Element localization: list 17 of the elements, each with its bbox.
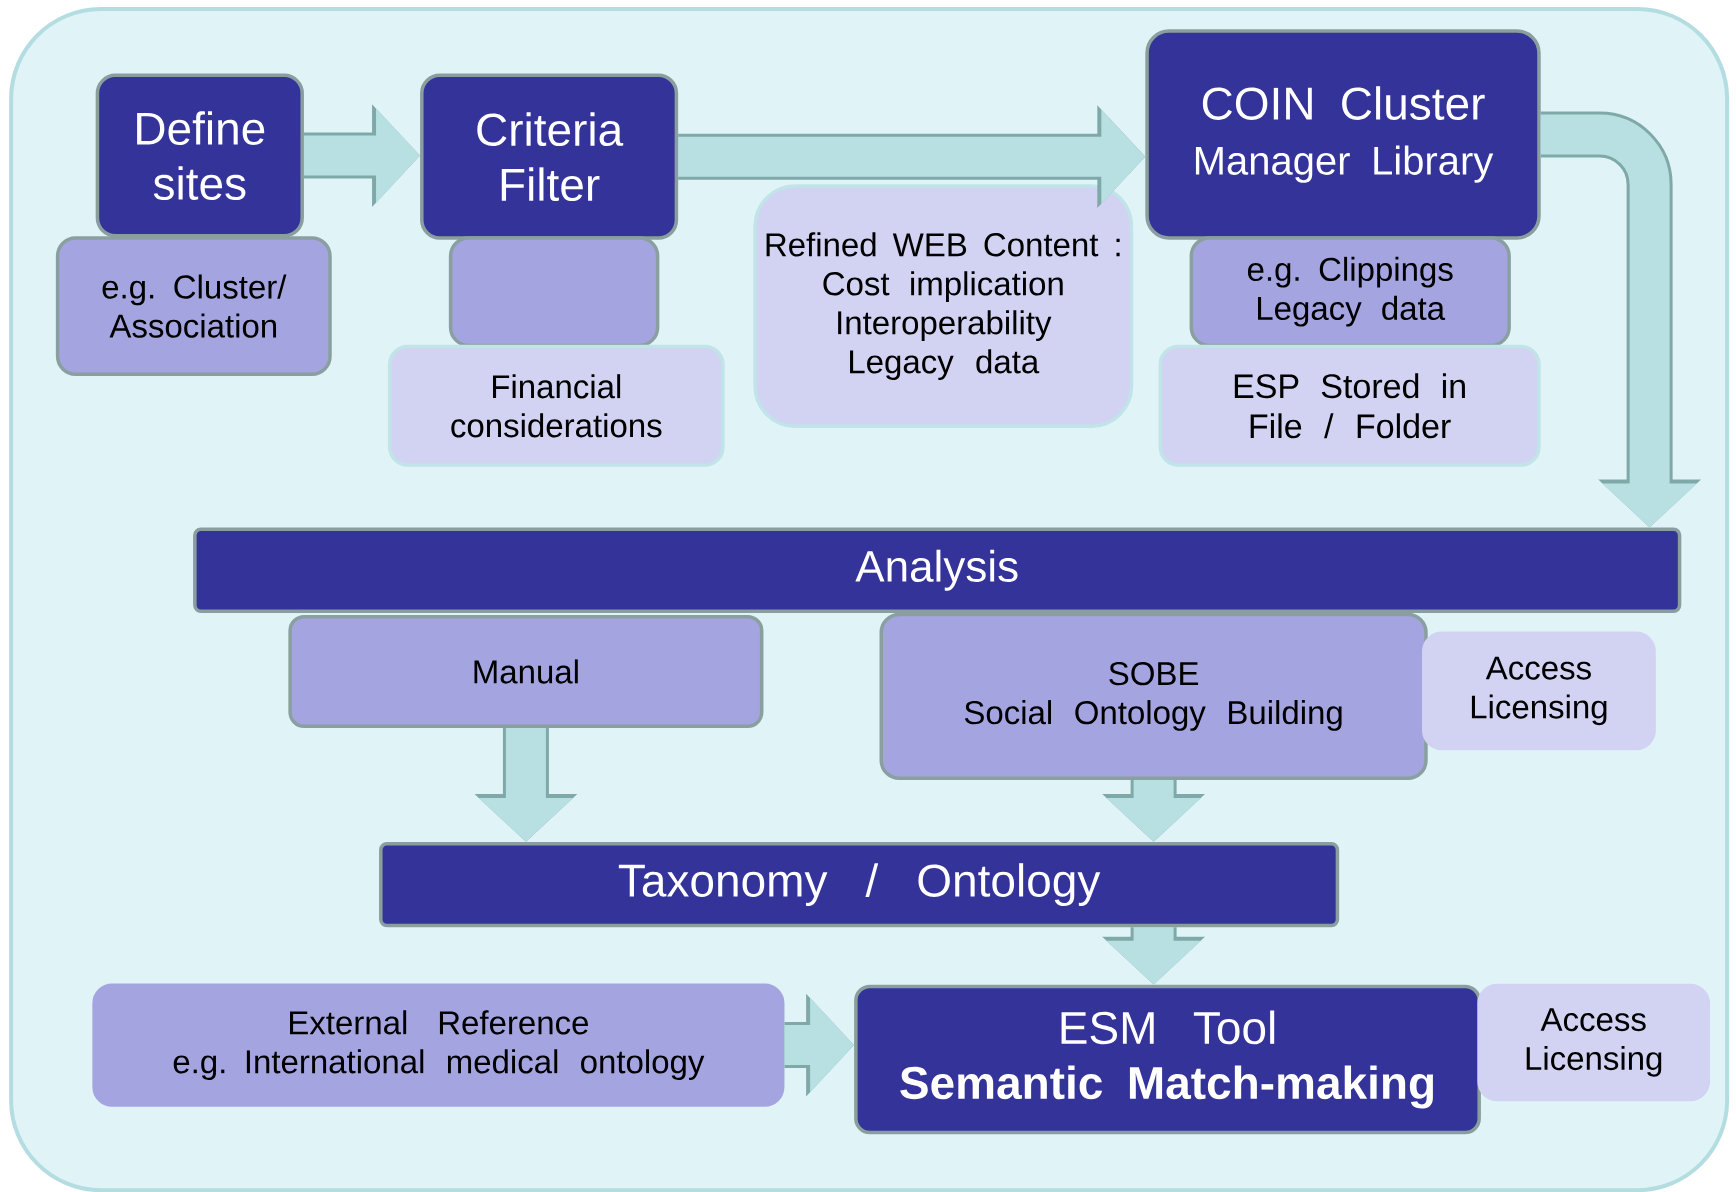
note-box: Access Licensing [1477,983,1711,1102]
process-box: Criteria Filter [420,73,679,240]
note-box: Access Licensing [1422,631,1656,751]
note-box: Refined WEB Content : Cost implication Interoperability Legacy data [753,184,1134,428]
process-box: ESM Tool Semantic Match-making [854,984,1481,1135]
note-box: ESP Stored in File / Folder [1158,344,1541,467]
process-box: COIN Cluster Manager Library [1145,29,1541,240]
example-box [448,236,660,348]
phase-bar: Analysis [193,527,1682,613]
method-box: Manual [288,614,764,729]
phase-bar: Taxonomy / Ontology [379,841,1340,928]
example-box: e.g. Cluster/ Association [55,236,332,376]
note-box: Financial considerations [387,344,725,467]
process-box: Define sites [95,73,304,238]
method-box: SOBE Social Ontology Building [879,612,1428,781]
example-box: e.g. Clippings Legacy data [1189,236,1511,348]
example-box: External Reference e.g. International medical ontology [92,983,785,1107]
